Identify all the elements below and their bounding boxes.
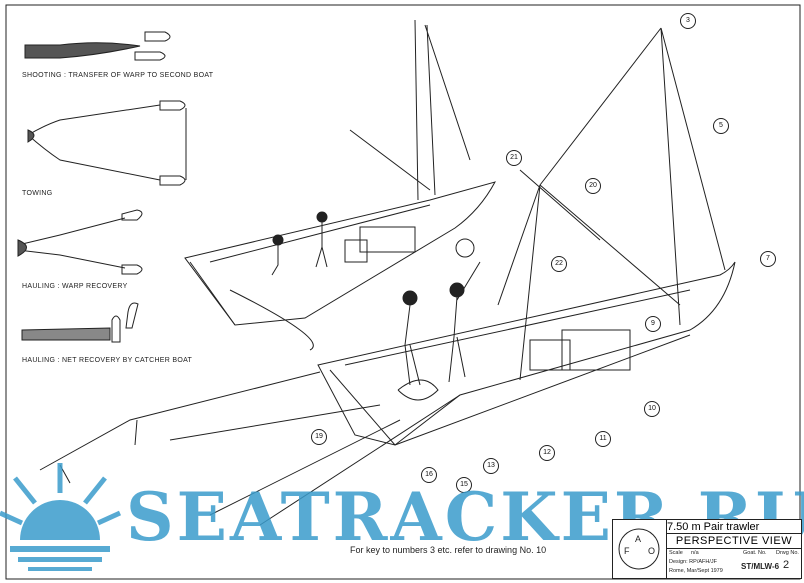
callout-11: 11 xyxy=(595,431,611,447)
drawing-subtitle: PERSPECTIVE VIEW xyxy=(667,533,801,549)
callout-9: 9 xyxy=(645,316,661,332)
svg-text:O: O xyxy=(648,546,655,556)
svg-text:F: F xyxy=(624,546,630,556)
drawing-number: 2 xyxy=(783,559,790,571)
callout-19: 19 xyxy=(311,429,327,445)
hauling-net-diagram xyxy=(21,302,139,343)
shooting-diagram xyxy=(24,31,171,61)
callout-20: 20 xyxy=(585,178,601,194)
drawing-title: 7.50 m Pair trawler xyxy=(667,521,760,533)
step-label-hauling-warp: HAULING : WARP RECOVERY xyxy=(22,283,128,290)
step-label-hauling-net: HAULING : NET RECOVERY BY CATCHER BOAT xyxy=(22,357,193,364)
scale-value: n/a xyxy=(691,550,699,556)
coat-no: ST/MLW-6 xyxy=(741,562,780,571)
catcher-boat xyxy=(184,19,496,326)
sheet-border xyxy=(5,4,801,580)
hauling-warp-diagram xyxy=(17,209,143,275)
step-label-shooting: SHOOTING : TRANSFER OF WARP TO SECOND BO… xyxy=(22,72,214,79)
footer-note: For key to numbers 3 etc. refer to drawi… xyxy=(350,545,547,555)
callout-3: 3 xyxy=(680,13,696,29)
towing-diagram xyxy=(27,100,187,186)
svg-text:A: A xyxy=(635,534,641,544)
pair-trawler xyxy=(317,27,736,446)
design-credit: Design: RP/AFH/JF xyxy=(669,559,717,565)
drwg-no-label: Drwg No. xyxy=(776,550,799,556)
step-label-towing: TOWING xyxy=(22,190,53,197)
callout-22: 22 xyxy=(551,256,567,272)
callout-15: 15 xyxy=(456,477,472,493)
callout-16: 16 xyxy=(421,467,437,483)
place-date: Rome, Mar/Sept 1979 xyxy=(669,568,723,574)
coat-no-label: Goat. No. xyxy=(743,550,767,556)
callout-13: 13 xyxy=(483,458,499,474)
scale-label: Scale xyxy=(669,550,683,556)
callout-12: 12 xyxy=(539,445,555,461)
callout-21: 21 xyxy=(506,150,522,166)
callout-5: 5 xyxy=(713,118,729,134)
callout-10: 10 xyxy=(644,401,660,417)
warps xyxy=(39,289,461,526)
callout-7: 7 xyxy=(760,251,776,267)
